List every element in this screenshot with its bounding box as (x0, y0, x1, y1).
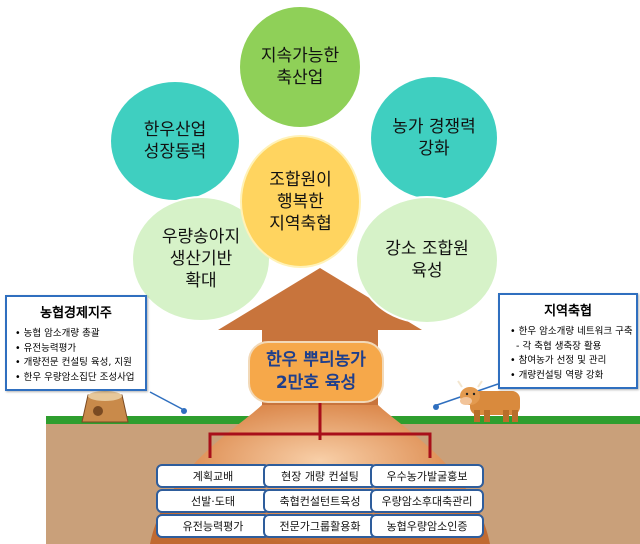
list-item: - 각 축협 생축장 활용 (516, 340, 602, 352)
root-box: 유전능력평가 (156, 514, 270, 538)
list-item: • 개량전문 컨설팅 육성, 지원 (15, 357, 132, 368)
list-item: • 농협 암소개량 총괄 (15, 328, 100, 339)
list-item: • 참여농가 선정 및 관리 (510, 355, 607, 366)
regional-coop-box: 지역축협 • 한우 암소개량 네트워크 구축 - 각 축협 생축장 활용 • 참… (498, 293, 638, 389)
root-box: 계획교배 (156, 464, 270, 488)
circle-sustainable-livestock: 지속가능한 축산업 (240, 7, 360, 127)
root-farm-banner: 한우 뿌리농가 2만호 육성 (248, 341, 384, 403)
left-callout-line (149, 391, 185, 411)
root-box: 우량암소후대축관리 (370, 489, 484, 513)
cow-icon (457, 380, 520, 422)
circle-happy-coop: 조합원이 행복한 지역축협 (240, 135, 361, 268)
nonghyup-economic-title: 농협경제지주 (40, 306, 112, 321)
left-callout-dot (181, 408, 187, 414)
regional-coop-list: • 한우 암소개량 네트워크 구축 - 각 축협 생축장 활용 • 참여농가 선… (500, 325, 636, 383)
root-box: 전문가그룹활용화 (263, 514, 377, 538)
circle-calf-base: 우량송아지 생산기반 확대 (131, 196, 271, 322)
circle-hanwoo-growth: 한우산업 성장동력 (111, 82, 239, 200)
circle-farm-competitiveness: 농가 경쟁력 강화 (371, 77, 497, 199)
list-item: • 개량컨설팅 역량 강화 (510, 369, 604, 381)
root-box: 현장 개량 컨설팅 (263, 464, 377, 488)
list-item: • 한우 우량암소집단 조성사업 (15, 371, 135, 383)
list-item: • 한우 암소개량 네트워크 구축 (510, 326, 633, 337)
root-box: 선발·도태 (156, 489, 270, 513)
banner-line-2: 2만호 육성 (275, 373, 357, 393)
banner-line-1: 한우 뿌리농가 (266, 350, 366, 370)
list-item: • 유전능력평가 (15, 342, 77, 354)
circle-strong-member: 강소 조합원 육성 (355, 196, 499, 324)
regional-coop-title: 지역축협 (544, 304, 592, 319)
nonghyup-economic-list: • 농협 암소개량 총괄 • 유전능력평가 • 개량전문 컨설팅 육성, 지원 … (7, 327, 145, 385)
nonghyup-economic-box: 농협경제지주 • 농협 암소개량 총괄 • 유전능력평가 • 개량전문 컨설팅 … (5, 295, 147, 391)
right-callout-dot (433, 404, 439, 410)
root-box: 우수농가발굴홍보 (370, 464, 484, 488)
root-box: 축협컨설턴트육성 (263, 489, 377, 513)
root-box: 농협우량암소인증 (370, 514, 484, 538)
